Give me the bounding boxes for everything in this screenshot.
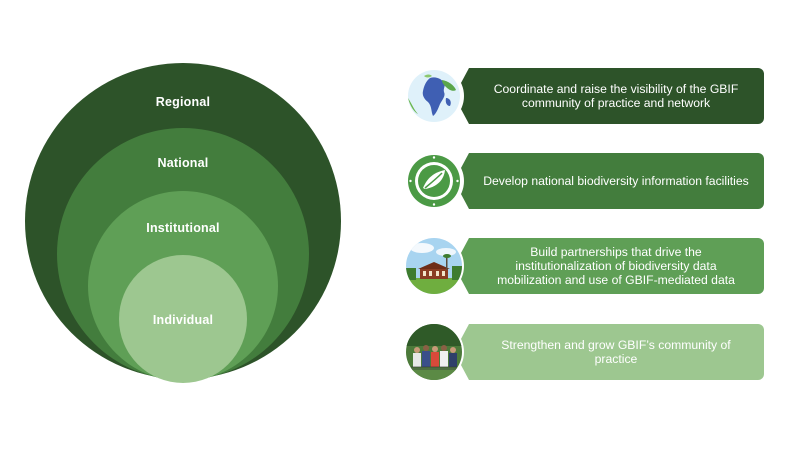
regional-label: Regional <box>155 95 211 109</box>
institution-building-photo <box>406 238 462 294</box>
individual-description-box: Strengthen and grow GBIF’s community of … <box>454 324 764 380</box>
individual-circle: Individual <box>119 255 247 383</box>
regional-description-box: Coordinate and raise the visibility of t… <box>454 68 764 124</box>
individual-description: Strengthen and grow GBIF’s community of … <box>501 338 731 366</box>
node-badge-icon <box>406 153 462 209</box>
individual-label: Individual <box>152 313 214 327</box>
national-description: Develop national biodiversity informatio… <box>483 174 749 188</box>
regional-description: Coordinate and raise the visibility of t… <box>493 82 739 110</box>
group-photo <box>406 324 462 380</box>
level-item-institutional: Build partnerships that drive the instit… <box>406 236 766 296</box>
level-item-regional: Coordinate and raise the visibility of t… <box>406 66 766 126</box>
level-item-national: Develop national biodiversity informatio… <box>406 151 766 211</box>
institutional-label: Institutional <box>146 221 220 235</box>
globe-icon <box>406 68 462 124</box>
national-description-box: Develop national biodiversity informatio… <box>454 153 764 209</box>
institutional-description: Build partnerships that drive the instit… <box>497 245 735 287</box>
institutional-description-box: Build partnerships that drive the instit… <box>454 238 764 294</box>
level-item-individual: Strengthen and grow GBIF’s community of … <box>406 322 766 382</box>
national-label: National <box>157 156 209 170</box>
